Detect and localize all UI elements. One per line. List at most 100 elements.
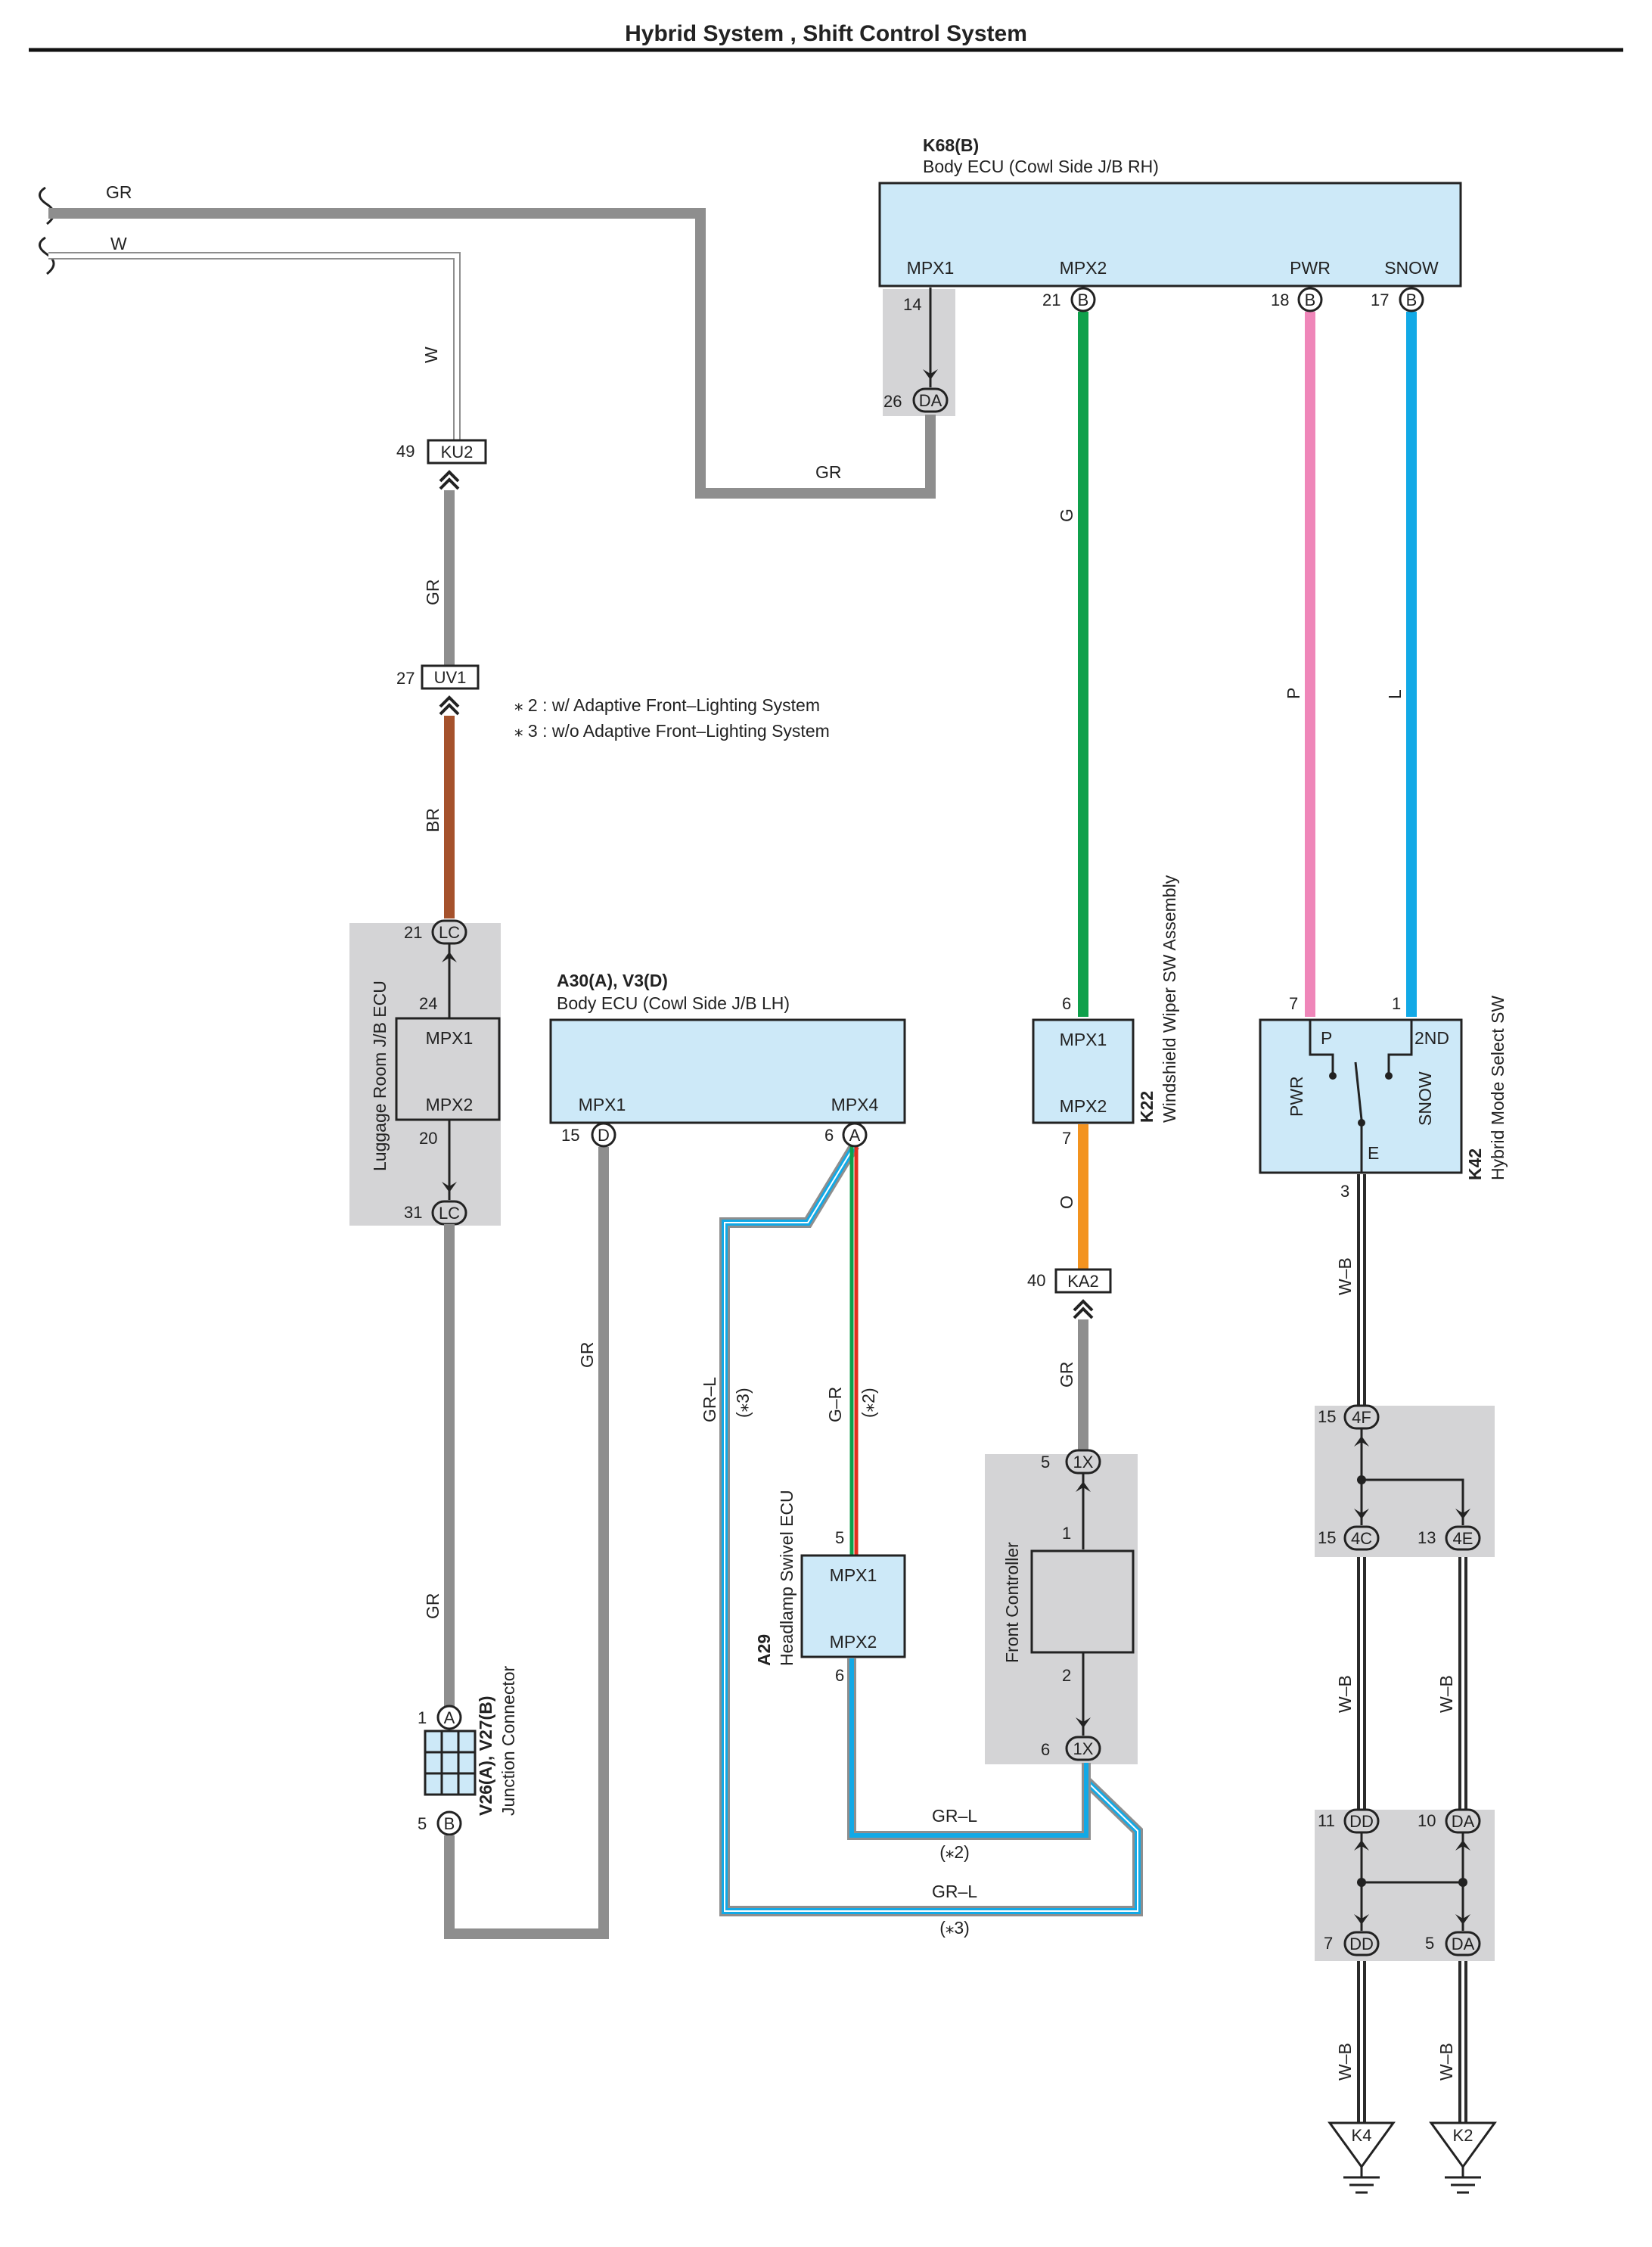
a30-conn-a-label: A bbox=[849, 1126, 861, 1145]
j4-branch bbox=[1362, 1478, 1464, 1525]
fc-pin-6: 6 bbox=[1041, 1740, 1050, 1759]
jc-conn-a bbox=[436, 1705, 462, 1730]
connector-ku2 bbox=[427, 439, 487, 465]
k42-label-pwr: PWR bbox=[1287, 1076, 1306, 1117]
a29-pin-5: 5 bbox=[835, 1528, 844, 1547]
wire-label-grl-3: GR–L bbox=[700, 1377, 719, 1422]
wire-label-w-vert: W bbox=[421, 347, 441, 363]
k68-pin-17: 17 bbox=[1371, 291, 1389, 309]
connector-da bbox=[912, 387, 949, 413]
fc-pin-1: 1 bbox=[1062, 1524, 1071, 1543]
conn-dd-top-label: DD bbox=[1349, 1812, 1374, 1831]
connector-da-label: DA bbox=[919, 391, 942, 410]
k68-name: Body ECU (Cowl Side J/B RH) bbox=[923, 157, 1159, 176]
conn-4e-label: 4E bbox=[1453, 1529, 1473, 1548]
k68-conn-b-1-label: B bbox=[1078, 291, 1089, 309]
jd-splice-right bbox=[1458, 1878, 1467, 1887]
wire-label-grl-2: GR–L bbox=[932, 1806, 977, 1826]
pin-15-4c: 15 bbox=[1318, 1528, 1336, 1547]
a29-name: Headlamp Swivel ECU bbox=[777, 1490, 796, 1666]
connector-ka2 bbox=[1054, 1268, 1112, 1294]
pin-11-dd: 11 bbox=[1318, 1811, 1335, 1830]
fc-conn-1x-top-label: 1X bbox=[1073, 1453, 1094, 1472]
wire-label-gr-h: GR bbox=[815, 462, 842, 482]
k68-mpx1: MPX1 bbox=[907, 258, 955, 278]
conn-4c bbox=[1343, 1525, 1380, 1551]
k68-pin-18: 18 bbox=[1271, 291, 1289, 309]
a30-name: Body ECU (Cowl Side J/B LH) bbox=[557, 993, 790, 1013]
front-controller-name: Front Controller bbox=[1002, 1542, 1022, 1663]
wire-label-gr-ka2: GR bbox=[1057, 1362, 1076, 1388]
wire-grl-2-blue bbox=[849, 1658, 1088, 1838]
k42-id: K42 bbox=[1465, 1148, 1485, 1180]
a30-id: A30(A), V3(D) bbox=[557, 971, 668, 990]
jc-name: Junction Connector bbox=[498, 1665, 518, 1816]
fc-pin-5: 5 bbox=[1041, 1453, 1050, 1472]
k42-label-2nd: 2ND bbox=[1414, 1028, 1449, 1048]
wire-gr-top bbox=[48, 208, 936, 499]
k42-2nd-dot bbox=[1385, 1072, 1393, 1080]
jc-conn-b-label: B bbox=[444, 1814, 455, 1833]
wire-label-grl-2-note: (⁎2) bbox=[939, 1842, 970, 1862]
luggage-room-name: Luggage Room J/B ECU bbox=[370, 981, 390, 1171]
a29-mpx1: MPX1 bbox=[830, 1565, 877, 1585]
connector-uv1-label: UV1 bbox=[434, 668, 467, 687]
page-title: Hybrid System , Shift Control System bbox=[625, 21, 1027, 46]
wire-label-grl-3-note: (⁎3) bbox=[733, 1388, 753, 1418]
conn-da-bottom-label: DA bbox=[1452, 1935, 1475, 1953]
wire-label-grl-3-bottom-note: (⁎3) bbox=[939, 1918, 970, 1938]
ground-k4-label: K4 bbox=[1352, 2126, 1372, 2145]
k42-switch-blade bbox=[1354, 1061, 1363, 1120]
k22-pin-7: 7 bbox=[1062, 1129, 1071, 1148]
lr-mpx2: MPX2 bbox=[426, 1095, 474, 1114]
k42-label-p: P bbox=[1321, 1028, 1332, 1048]
a30-conn-d-label: D bbox=[598, 1126, 610, 1145]
wire-label-gr-jc: GR bbox=[423, 1593, 442, 1620]
ground-k2-label: K2 bbox=[1453, 2126, 1473, 2145]
wire-label-p: P bbox=[1284, 688, 1303, 699]
headlamp-swivel-ecu bbox=[800, 1554, 906, 1658]
pin-7-dd: 7 bbox=[1324, 1934, 1333, 1953]
ka2-chevron bbox=[1073, 1300, 1094, 1319]
a30-conn-a bbox=[842, 1122, 868, 1148]
k68-conn-b-2 bbox=[1297, 287, 1323, 312]
a29-mpx2: MPX2 bbox=[830, 1632, 877, 1652]
conn-dd-bottom bbox=[1343, 1931, 1380, 1956]
wire-label-wb-2: W–B bbox=[1335, 1675, 1355, 1713]
wire-label-gr-r: G–R bbox=[825, 1387, 845, 1422]
luggage-room-ecu bbox=[395, 1017, 501, 1121]
wire-label-wb-1: W–B bbox=[1335, 1257, 1355, 1295]
a29-id: A29 bbox=[754, 1634, 774, 1666]
lr-pin-20: 20 bbox=[419, 1129, 437, 1148]
k68-pwr: PWR bbox=[1290, 258, 1331, 278]
jc-pin-5: 5 bbox=[418, 1814, 427, 1833]
note-2: ⁎ 2 : w/ Adaptive Front–Lighting System bbox=[514, 695, 820, 715]
jc-conn-a-label: A bbox=[444, 1708, 455, 1727]
k42-name: Hybrid Mode Select SW bbox=[1488, 996, 1508, 1180]
wire-label-wb-4: W–B bbox=[1335, 2043, 1355, 2081]
ku2-chevron bbox=[439, 471, 460, 490]
wire-label-l: L bbox=[1385, 689, 1405, 699]
k22-pin-6: 6 bbox=[1062, 994, 1071, 1013]
wire-label-gr-left: GR bbox=[106, 182, 132, 202]
ka2-pin: 40 bbox=[1027, 1271, 1045, 1290]
k42-2nd-contact bbox=[1387, 1020, 1413, 1073]
k42-pin-1: 1 bbox=[1392, 994, 1401, 1013]
a30-body-ecu bbox=[549, 1018, 906, 1124]
conn-4f-label: 4F bbox=[1352, 1408, 1371, 1427]
fc-conn-1x-bottom-label: 1X bbox=[1073, 1739, 1094, 1758]
hybrid-mode-select-sw bbox=[1259, 1018, 1463, 1174]
jc-id: V26(A), V27(B) bbox=[476, 1696, 495, 1816]
ground-k2-icon bbox=[1429, 2121, 1497, 2169]
lr-pin-24: 24 bbox=[419, 994, 437, 1013]
k68-conn-b-2-label: B bbox=[1305, 291, 1316, 309]
k22-mpx2: MPX2 bbox=[1060, 1096, 1107, 1116]
wire-label-grl-3-bottom: GR–L bbox=[932, 1882, 977, 1901]
wire-label-w-left: W bbox=[110, 234, 127, 253]
a29-pin-6: 6 bbox=[835, 1666, 844, 1685]
note-3: ⁎ 3 : w/o Adaptive Front–Lighting System bbox=[514, 721, 830, 741]
wire-grl-3-core bbox=[724, 1145, 1138, 1912]
lr-pin-31: 31 bbox=[404, 1203, 422, 1222]
pin-15-4f: 15 bbox=[1318, 1407, 1336, 1426]
